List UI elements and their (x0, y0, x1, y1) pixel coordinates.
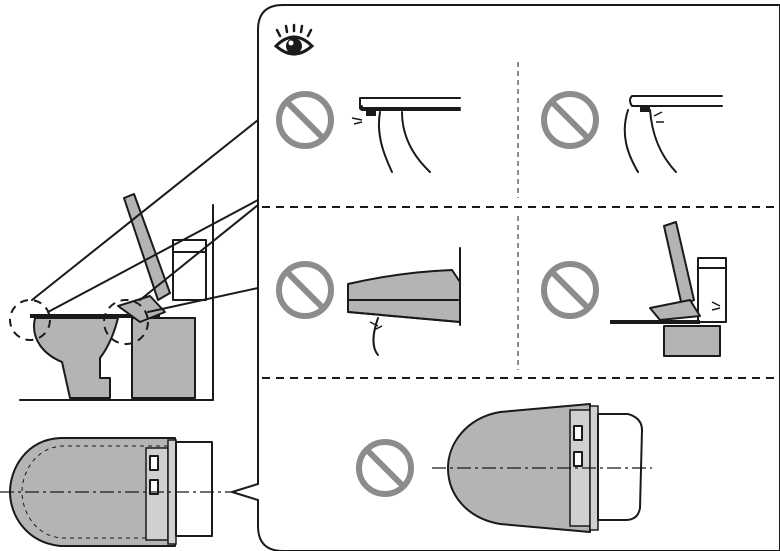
open-lid-rear (663, 221, 695, 307)
panel-gap-front-left (276, 91, 461, 173)
open-lid (123, 193, 171, 301)
callout-front (9, 299, 51, 341)
panel-misaligned-top-view (356, 403, 652, 533)
panel-gap-under-seat (276, 247, 461, 356)
no-entry-icon (276, 91, 334, 149)
callout-rear (103, 299, 149, 345)
no-entry-icon (541, 261, 599, 319)
panel-gap-rear-tank (541, 221, 727, 357)
tank-top-misaligned (597, 413, 643, 521)
no-entry-icon (276, 261, 334, 319)
bowl-pedestal (131, 317, 196, 399)
tank-top (175, 441, 213, 537)
eye-icon (273, 23, 315, 56)
bowl-front (33, 317, 119, 399)
toilet-top-view (0, 437, 248, 547)
toilet-side-view (9, 119, 259, 401)
no-entry-icon (541, 91, 599, 149)
no-entry-icon (356, 439, 414, 497)
panel-gap-front-right (541, 91, 723, 173)
